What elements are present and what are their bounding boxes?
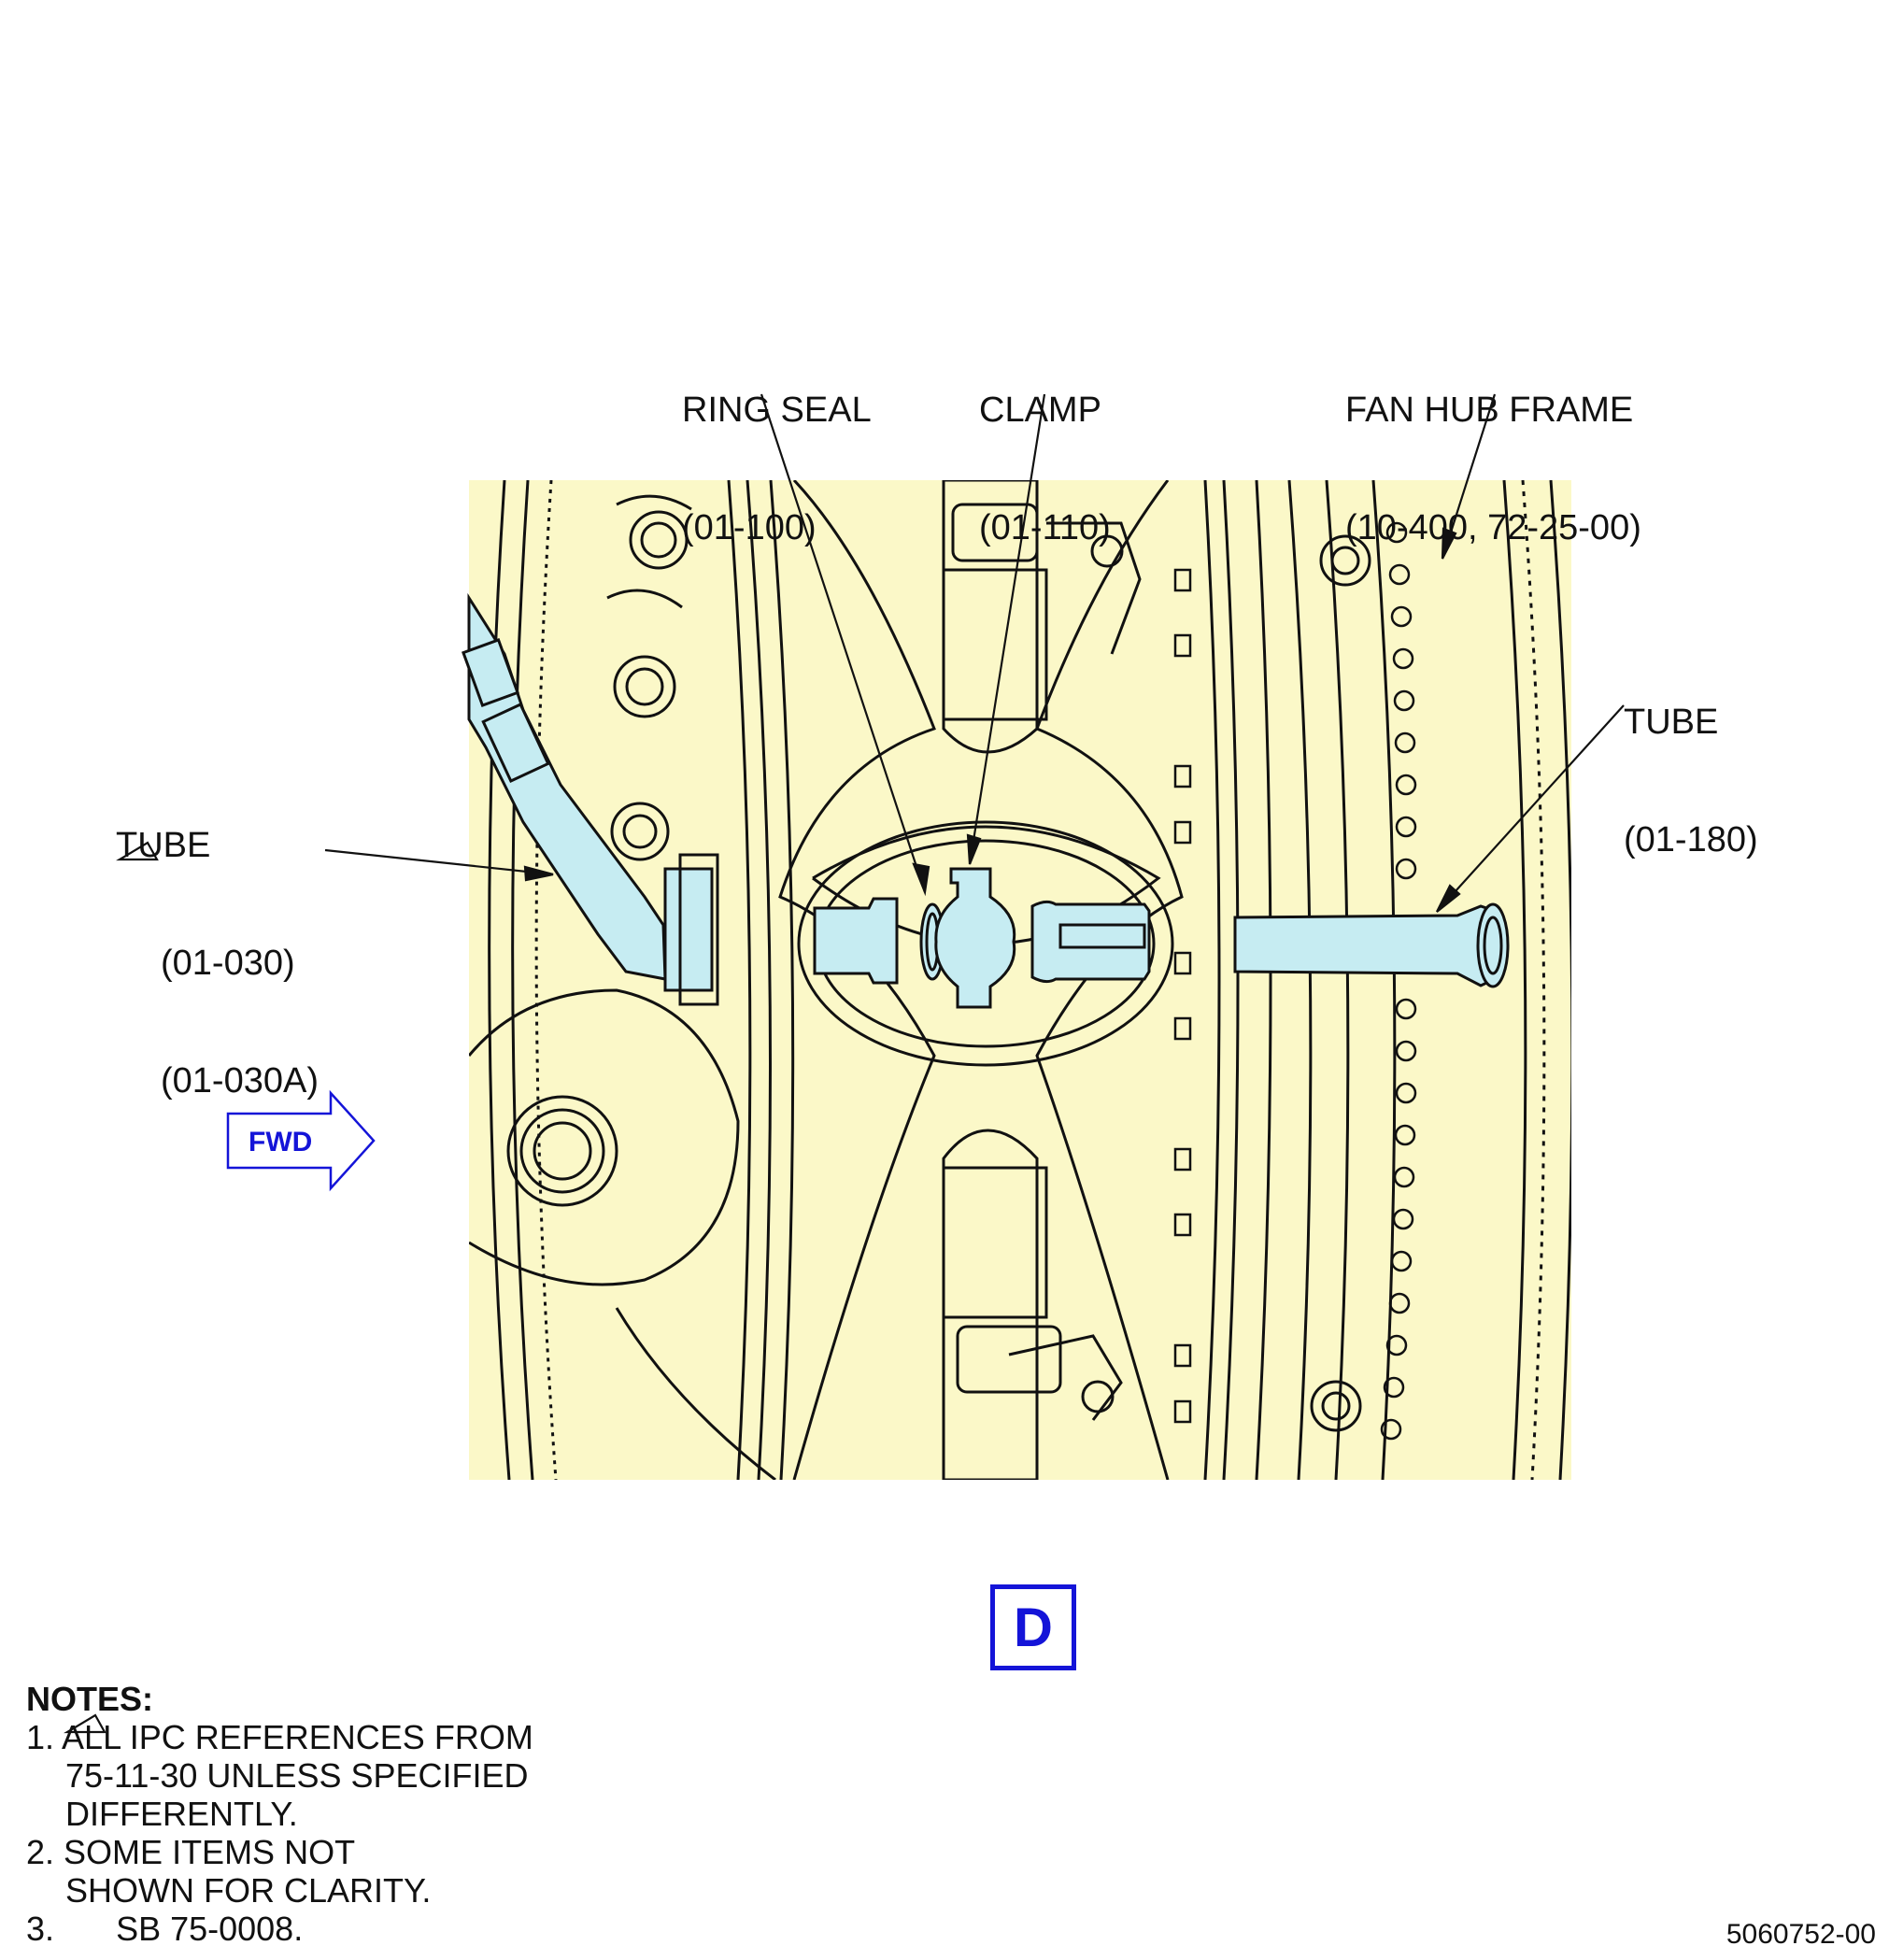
note-2-line-1: SOME ITEMS NOT (64, 1833, 356, 1871)
callout-clamp-name: CLAMP (979, 391, 1101, 430)
document-number: 5060752-00 (1726, 1919, 1876, 1950)
tube-stub-left (813, 897, 899, 985)
callout-tube-left-ref-alt: (01-030A) (161, 1061, 319, 1101)
callout-tube-left-name: TUBE (116, 826, 211, 865)
fwd-arrow-icon: FWD (226, 1089, 376, 1192)
frame-web (778, 480, 936, 1480)
callout-tube-01-180: TUBE (01-180) (1624, 624, 1758, 899)
note-1-line-3: DIFFERENTLY. (65, 1795, 298, 1833)
callout-tube-right-ref: (01-180) (1624, 820, 1758, 859)
tube-stub-center (1030, 900, 1151, 984)
leader-clamp (968, 393, 1046, 865)
callout-ring-seal-name: RING SEAL (682, 391, 872, 430)
note-1-num: 1. (26, 1718, 55, 1756)
callout-clamp-ref: (01-110) (979, 508, 1111, 547)
nut-chain (1380, 521, 1417, 1441)
note-1-line-1: ALL IPC REFERENCES FROM (62, 1718, 533, 1756)
callout-tube-left-ref: (01-030) (161, 944, 295, 983)
bolt-column (1173, 568, 1192, 1424)
drawing-panel (469, 480, 1571, 1480)
note-2: 2. SOME ITEMS NOT (26, 1833, 533, 1871)
left-casing-ring (488, 480, 511, 1480)
note-3-line-1: SB 75-0008. (116, 1910, 304, 1948)
notes-title: NOTES: (26, 1680, 154, 1718)
sb-flag-icon (64, 841, 159, 1734)
note-3-num: 3. (26, 1910, 55, 1948)
leader-tube-01-030 (324, 848, 554, 876)
leader-lines (324, 393, 1625, 913)
note-2-num: 2. (26, 1833, 55, 1871)
leader-ring-seal (760, 393, 927, 893)
notes-block: NOTES: 1. ALL IPC REFERENCES FROM 75-11-… (26, 1680, 533, 1948)
callout-ring-seal: RING SEAL (01-100) (682, 312, 872, 587)
callout-ring-seal-ref: (01-100) (682, 508, 817, 547)
callout-tube-01-030: TUBE (01-030) (01-030A) (116, 747, 319, 1140)
callout-clamp: CLAMP (01-110) (979, 312, 1111, 587)
exploded-parts (813, 867, 1510, 1009)
callout-fan-hub-frame-ref: (10-400, 72-25-00) (1345, 508, 1641, 547)
fwd-label: FWD (249, 1127, 312, 1158)
leader-tube-01-180 (1436, 704, 1625, 913)
note-3: 3. SB 75-0008. (26, 1910, 533, 1948)
note-1-line-2: 75-11-30 UNLESS SPECIFIED (65, 1756, 529, 1795)
callout-fan-hub-frame-name: FAN HUB FRAME (1345, 391, 1634, 430)
view-label-d: D (990, 1584, 1076, 1670)
callout-fan-hub-frame: FAN HUB FRAME (10-400, 72-25-00) (1345, 312, 1641, 587)
note-1: 1. ALL IPC REFERENCES FROM (26, 1718, 533, 1756)
clamp-part (934, 867, 1016, 1009)
tube-01-030 (462, 592, 719, 1006)
callout-tube-right-name: TUBE (1624, 703, 1719, 742)
note-2-line-2: SHOWN FOR CLARITY. (65, 1871, 432, 1910)
boss-hole (506, 1095, 618, 1207)
